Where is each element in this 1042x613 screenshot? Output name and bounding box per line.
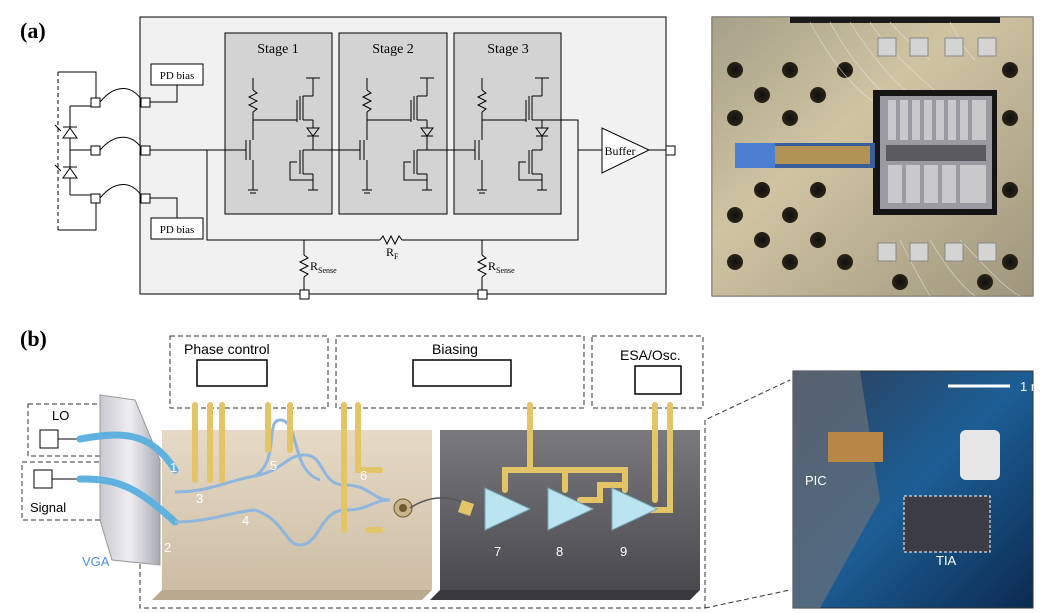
component-numbers: 1 2 3 4 5 6 7 8 9 xyxy=(164,458,627,559)
stage-3: Stage 3 xyxy=(453,32,562,215)
svg-text:2: 2 xyxy=(164,540,171,555)
svg-text:PD bias: PD bias xyxy=(160,224,195,236)
waveguides xyxy=(174,418,391,547)
svg-text:4: 4 xyxy=(242,513,249,528)
photodetector xyxy=(393,497,474,518)
svg-text:Phase control: Phase control xyxy=(184,341,270,357)
buffer-amplifier: Buffer xyxy=(601,127,651,174)
pd-bias-top: PD bias xyxy=(150,63,204,103)
chip-photo-b: 1 mm PIC TIA xyxy=(792,370,1042,609)
stage-1: Stage 1 xyxy=(224,32,333,215)
r-sense-label-2: RSense xyxy=(488,259,515,275)
scale-bar-label: 1 mm xyxy=(1020,379,1042,394)
panel-a-label: (a) xyxy=(20,18,46,43)
photodiode-block xyxy=(54,71,144,231)
stage-2-circuit xyxy=(344,77,434,194)
svg-text:Signal: Signal xyxy=(30,500,66,515)
tia-label: TIA xyxy=(936,553,957,568)
zoom-line xyxy=(704,589,791,609)
svg-text:Buffer: Buffer xyxy=(604,144,635,158)
svg-text:Stage 1: Stage 1 xyxy=(257,42,299,57)
esa-osc-box: ESA/Osc. xyxy=(591,335,704,409)
svg-text:Stage 3: Stage 3 xyxy=(487,42,529,57)
svg-text:Biasing: Biasing xyxy=(432,341,478,357)
lo-source: LO xyxy=(27,403,107,457)
r-f-label: RF xyxy=(386,245,399,261)
stage-1-circuit xyxy=(230,77,320,194)
svg-text:LO: LO xyxy=(52,408,69,423)
svg-text:PD bias: PD bias xyxy=(160,70,195,82)
svg-text:9: 9 xyxy=(620,544,627,559)
svg-text:ESA/Osc.: ESA/Osc. xyxy=(620,347,681,363)
stage-2: Stage 2 xyxy=(338,32,448,215)
svg-text:7: 7 xyxy=(494,544,501,559)
signal-source: Signal xyxy=(21,461,105,521)
svg-text:Stage 2: Stage 2 xyxy=(372,42,414,57)
biasing-box: Biasing xyxy=(335,335,585,409)
panel-b-label: (b) xyxy=(20,326,47,351)
signal-wiring xyxy=(150,119,666,290)
chip-photo-a xyxy=(711,16,1034,297)
breadboard-holes xyxy=(727,62,1018,290)
pic-label: PIC xyxy=(805,473,827,488)
r-sense-label-1: RSense xyxy=(310,259,337,275)
svg-text:1: 1 xyxy=(170,460,177,475)
svg-text:8: 8 xyxy=(556,544,563,559)
amplifier-stages xyxy=(484,487,659,531)
stage-3-circuit xyxy=(459,77,549,194)
pd-bias-bottom: PD bias xyxy=(150,197,204,240)
svg-text:3: 3 xyxy=(196,491,203,506)
svg-text:5: 5 xyxy=(270,458,277,473)
gold-electrodes xyxy=(192,402,673,533)
phase-control-box: Phase control xyxy=(169,335,329,409)
svg-text:VGA: VGA xyxy=(82,554,110,569)
svg-text:6: 6 xyxy=(360,468,367,483)
fibers xyxy=(76,431,179,526)
